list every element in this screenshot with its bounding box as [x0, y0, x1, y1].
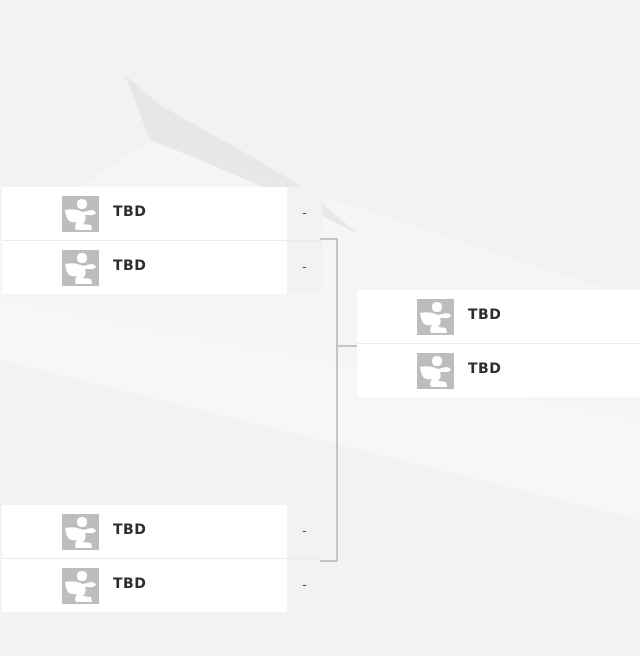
- team-score: -: [287, 505, 322, 558]
- placeholder-team-logo-icon: [417, 353, 454, 389]
- team-name: TBD: [113, 576, 147, 592]
- team-row[interactable]: TBD: [357, 343, 640, 397]
- team-score: -: [287, 241, 322, 294]
- team-score: -: [287, 559, 322, 612]
- team-name: TBD: [113, 258, 147, 274]
- placeholder-team-logo-icon: [62, 196, 99, 232]
- match-r1-m1[interactable]: TBD - TBD -: [2, 187, 322, 294]
- team-row[interactable]: TBD -: [2, 187, 322, 240]
- team-name: TBD: [113, 204, 147, 220]
- match-r2-m1[interactable]: TBD TBD: [357, 290, 640, 397]
- team-name: TBD: [468, 307, 502, 323]
- team-row[interactable]: TBD -: [2, 558, 322, 612]
- placeholder-team-logo-icon: [62, 514, 99, 550]
- placeholder-team-logo-icon: [62, 568, 99, 604]
- team-row[interactable]: TBD -: [2, 240, 322, 294]
- team-name: TBD: [468, 361, 502, 377]
- team-name: TBD: [113, 522, 147, 538]
- placeholder-team-logo-icon: [62, 250, 99, 286]
- match-r1-m2[interactable]: TBD - TBD -: [2, 505, 322, 612]
- team-score: -: [287, 187, 322, 240]
- team-row[interactable]: TBD: [357, 290, 640, 343]
- team-row[interactable]: TBD -: [2, 505, 322, 558]
- bracket-connector-join: [337, 345, 357, 347]
- placeholder-team-logo-icon: [417, 299, 454, 335]
- bg-light-shape: [0, 300, 640, 520]
- bracket-connector-top: [320, 238, 338, 348]
- bracket-connector-bottom: [320, 346, 338, 562]
